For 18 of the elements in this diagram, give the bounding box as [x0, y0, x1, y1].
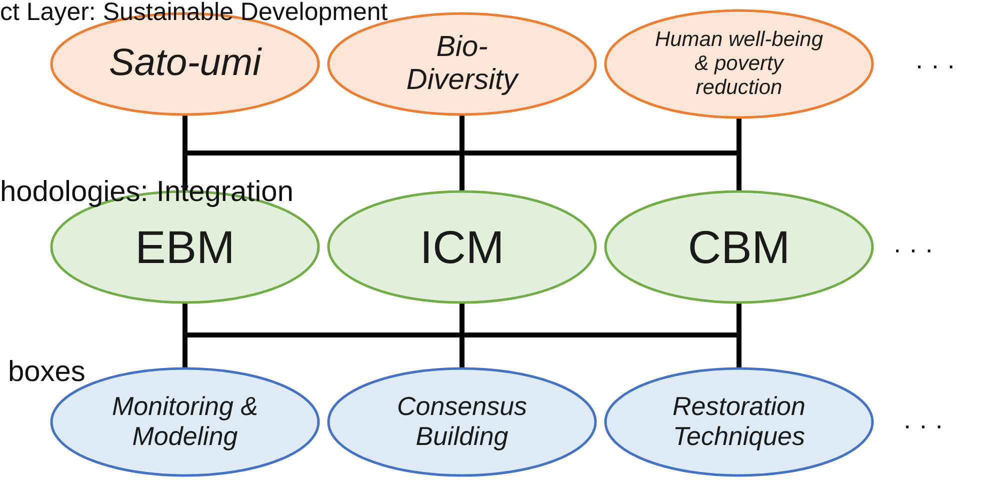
- node-label: ICM: [420, 220, 504, 274]
- ellipse-node: [327, 190, 597, 304]
- node-label: Bio-Diversity: [405, 30, 520, 98]
- ellipse-node: [604, 9, 874, 119]
- node-label: Sato-umi: [108, 42, 262, 86]
- ellipse-node: [327, 367, 597, 477]
- ellipsis: · · ·: [915, 52, 956, 78]
- layer-title: boxes: [8, 358, 86, 387]
- node-label: Restoration Techniques: [672, 392, 806, 452]
- node-label: CBM: [688, 220, 790, 274]
- ellipse-node: [604, 367, 874, 477]
- ellipse-node: [604, 190, 874, 304]
- node-label: EBM: [135, 220, 235, 274]
- ellipsis: · · ·: [893, 236, 934, 262]
- node-label: Monitoring & Modeling: [111, 392, 259, 452]
- node-label: Consensus Building: [396, 392, 528, 452]
- node-label: Human well-being & poverty reduction: [654, 28, 824, 100]
- ellipsis: · · ·: [903, 412, 944, 438]
